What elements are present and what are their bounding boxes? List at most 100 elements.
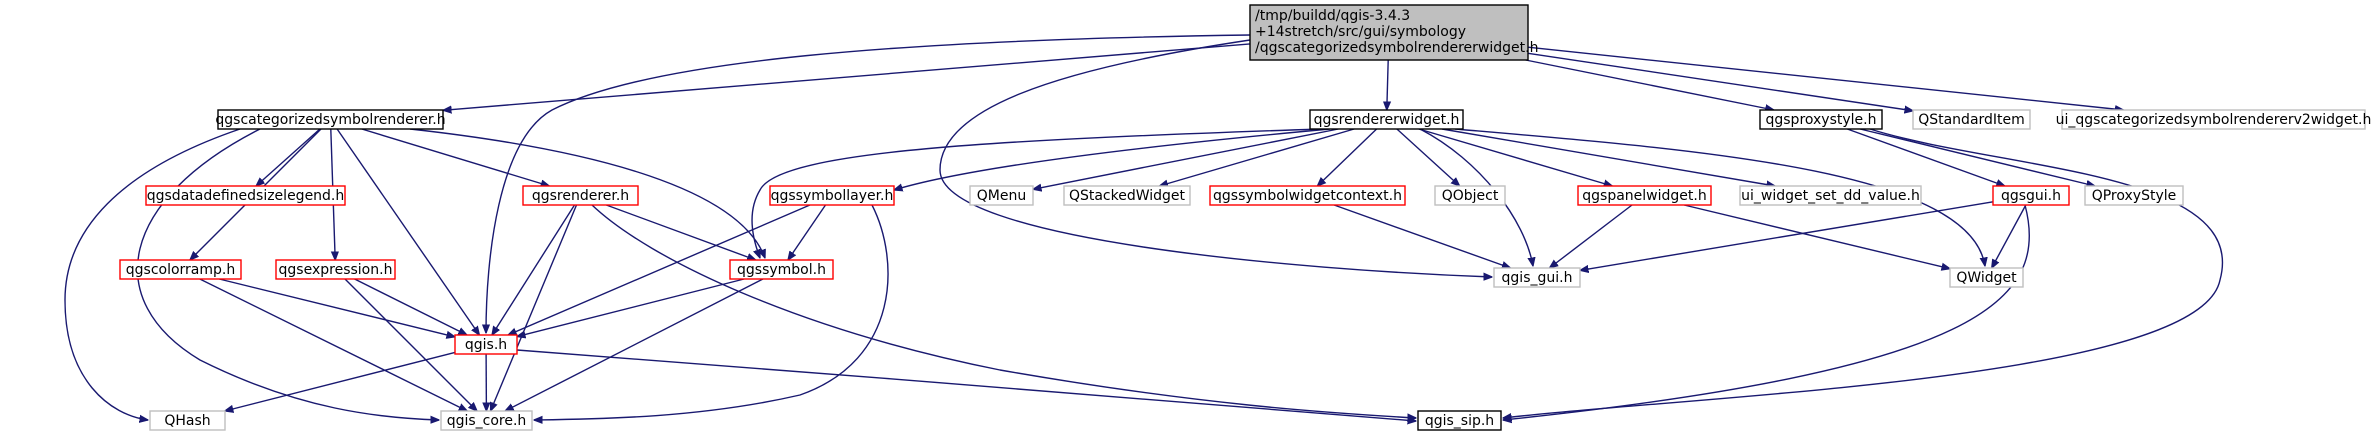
edge-qgis-to-qgis_sip bbox=[516, 349, 1416, 421]
node-box bbox=[145, 185, 346, 206]
edge-qgsgui-to-qgis_gui bbox=[1580, 201, 1994, 271]
node-label: qgis_sip.h bbox=[1425, 413, 1494, 429]
node-QStackedWidget: QStackedWidget bbox=[1063, 185, 1191, 206]
edge-qgsproxystyle-to-qgis_sip bbox=[1503, 128, 2224, 418]
edge-qgsrendererwidget-to-QObject bbox=[1396, 128, 1460, 186]
node-QStandardItem: QStandardItem bbox=[1912, 109, 2031, 130]
edge-qgscategorizedsymbolrenderer-to-qgsrenderer bbox=[361, 128, 550, 186]
edge-qgsrendererwidget-to-ui_widget_set_dd_value bbox=[1441, 128, 1775, 186]
node-label: /qgscategorizedsymbolrendererwidget.h bbox=[1255, 40, 1538, 56]
edge-qgssymbol-to-qgis bbox=[517, 278, 745, 337]
node-box bbox=[454, 334, 518, 355]
edge-qgsproxystyle-to-qgsgui bbox=[1847, 128, 2005, 186]
node-qgssymbolwidgetcontext[interactable]: qgssymbolwidgetcontext.h bbox=[1209, 185, 1406, 206]
node-label: qgsdatadefinedsizelegend.h bbox=[147, 188, 345, 204]
node-qgis_core: qgis_core.h bbox=[440, 410, 533, 431]
node-box bbox=[149, 410, 226, 431]
node-box bbox=[1949, 267, 2024, 288]
node-QObject: QObject bbox=[1434, 185, 1506, 206]
edge-qgsgui-to-QWidget bbox=[1992, 204, 2027, 268]
edge-root-to-ui_widget bbox=[1527, 46, 2124, 110]
edge-qgsexpression-to-qgis bbox=[354, 278, 467, 335]
edge-root-to-qgscategorizedsymbolrenderer bbox=[443, 43, 1251, 110]
node-label: qgsrendererwidget.h bbox=[1314, 112, 1460, 128]
node-qgspanelwidget[interactable]: qgspanelwidget.h bbox=[1577, 185, 1712, 206]
node-qgscolorramp[interactable]: qgscolorramp.h bbox=[119, 259, 242, 280]
edge-root-to-qgis bbox=[486, 34, 1251, 333]
edge-qgsrenderer-to-qgssymbol bbox=[606, 204, 755, 260]
edge-root-to-qgsproxystyle bbox=[1525, 59, 1774, 110]
edge-qgsrendererwidget-to-qgspanelwidget bbox=[1418, 128, 1613, 186]
edge-qgsexpression-to-qgis_core bbox=[344, 278, 477, 411]
node-qgsexpression[interactable]: qgsexpression.h bbox=[275, 259, 396, 280]
node-box bbox=[1249, 4, 1529, 61]
edge-qgssymbol-to-qgis_core bbox=[505, 278, 764, 411]
node-box bbox=[1739, 185, 1922, 206]
node-box bbox=[769, 185, 895, 206]
node-label: qgsproxystyle.h bbox=[1765, 112, 1876, 128]
node-box bbox=[522, 185, 639, 206]
node-qgssymbollayer[interactable]: qgssymbollayer.h bbox=[769, 185, 895, 206]
node-box bbox=[1434, 185, 1506, 206]
node-label: QHash bbox=[164, 413, 210, 429]
node-label: +14stretch/src/gui/symbology bbox=[1255, 24, 1466, 40]
node-box bbox=[2084, 185, 2184, 206]
edge-qgsrendererwidget-to-QWidget bbox=[1454, 128, 1985, 266]
node-label: QStandardItem bbox=[1918, 112, 2025, 128]
node-label: /tmp/buildd/qgis-3.4.3 bbox=[1255, 8, 1410, 24]
edge-root-to-qgis_gui bbox=[939, 39, 1492, 277]
node-box bbox=[1912, 109, 2031, 130]
node-label: qgscolorramp.h bbox=[126, 262, 235, 278]
edge-qgsrendererwidget-to-qgssymbol bbox=[751, 128, 1321, 258]
node-qgsdatadefinedsizelegend[interactable]: qgsdatadefinedsizelegend.h bbox=[145, 185, 346, 206]
nodes-layer: /tmp/buildd/qgis-3.4.3+14stretch/src/gui… bbox=[119, 4, 2371, 431]
node-label: qgspanelwidget.h bbox=[1582, 188, 1706, 204]
edge-qgsrenderer-to-qgis_core bbox=[489, 204, 578, 411]
node-QHash: QHash bbox=[149, 410, 226, 431]
node-label: QObject bbox=[1442, 188, 1499, 204]
node-label: qgis_core.h bbox=[447, 413, 527, 429]
node-qgsproxystyle[interactable]: qgsproxystyle.h bbox=[1759, 109, 1883, 130]
node-qgis[interactable]: qgis.h bbox=[454, 334, 518, 355]
node-label: qgsgui.h bbox=[2001, 188, 2061, 204]
edge-qgsrendererwidget-to-qgssymbollayer bbox=[894, 128, 1331, 190]
node-qgsgui[interactable]: qgsgui.h bbox=[1992, 185, 2070, 206]
node-qgssymbol[interactable]: qgssymbol.h bbox=[729, 259, 834, 280]
node-box bbox=[1417, 410, 1502, 431]
edge-qgssymbollayer-to-qgis_core bbox=[534, 204, 889, 420]
node-box bbox=[1992, 185, 2070, 206]
node-label: qgssymbol.h bbox=[737, 262, 826, 278]
node-box bbox=[1493, 267, 1581, 288]
node-box bbox=[2061, 109, 2366, 130]
node-label: QWidget bbox=[1956, 270, 2017, 286]
edge-qgsrendererwidget-to-QStackedWidget bbox=[1159, 128, 1355, 186]
node-label: qgsrenderer.h bbox=[532, 188, 629, 204]
edge-qgsgui-to-qgis_sip bbox=[1503, 204, 2031, 420]
node-box bbox=[1209, 185, 1406, 206]
node-label: QMenu bbox=[977, 188, 1026, 204]
edge-qgssymbollayer-to-qgis bbox=[508, 204, 811, 335]
node-label: ui_widget_set_dd_value.h bbox=[1741, 188, 1920, 204]
node-QMenu: QMenu bbox=[969, 185, 1034, 206]
edge-qgssymbollayer-to-qgssymbol bbox=[788, 204, 827, 260]
node-label: QStackedWidget bbox=[1069, 188, 1186, 204]
node-box bbox=[217, 109, 444, 130]
node-label: qgis.h bbox=[465, 337, 507, 353]
edge-qgsrenderer-to-qgis bbox=[492, 204, 576, 335]
edge-qgsrendererwidget-to-qgssymbolwidgetcontext bbox=[1317, 128, 1378, 186]
edge-qgspanelwidget-to-qgis_gui bbox=[1550, 204, 1633, 268]
edge-qgscolorramp-to-qgis bbox=[219, 278, 455, 337]
node-root[interactable]: /tmp/buildd/qgis-3.4.3+14stretch/src/gui… bbox=[1249, 4, 1538, 61]
node-QWidget: QWidget bbox=[1949, 267, 2024, 288]
node-qgsrenderer[interactable]: qgsrenderer.h bbox=[522, 185, 639, 206]
node-box bbox=[1309, 109, 1464, 130]
edge-qgis-to-QHash bbox=[225, 351, 456, 411]
node-label: qgsexpression.h bbox=[279, 262, 393, 278]
node-qgscategorizedsymbolrenderer[interactable]: qgscategorizedsymbolrenderer.h bbox=[215, 109, 446, 130]
node-qgsrendererwidget[interactable]: qgsrendererwidget.h bbox=[1309, 109, 1464, 130]
node-qgis_sip[interactable]: qgis_sip.h bbox=[1417, 410, 1502, 431]
node-label: qgssymbolwidgetcontext.h bbox=[1213, 188, 1402, 204]
edge-qgsrendererwidget-to-QMenu bbox=[1033, 128, 1339, 189]
edge-root-to-qgsrendererwidget bbox=[1387, 59, 1388, 110]
